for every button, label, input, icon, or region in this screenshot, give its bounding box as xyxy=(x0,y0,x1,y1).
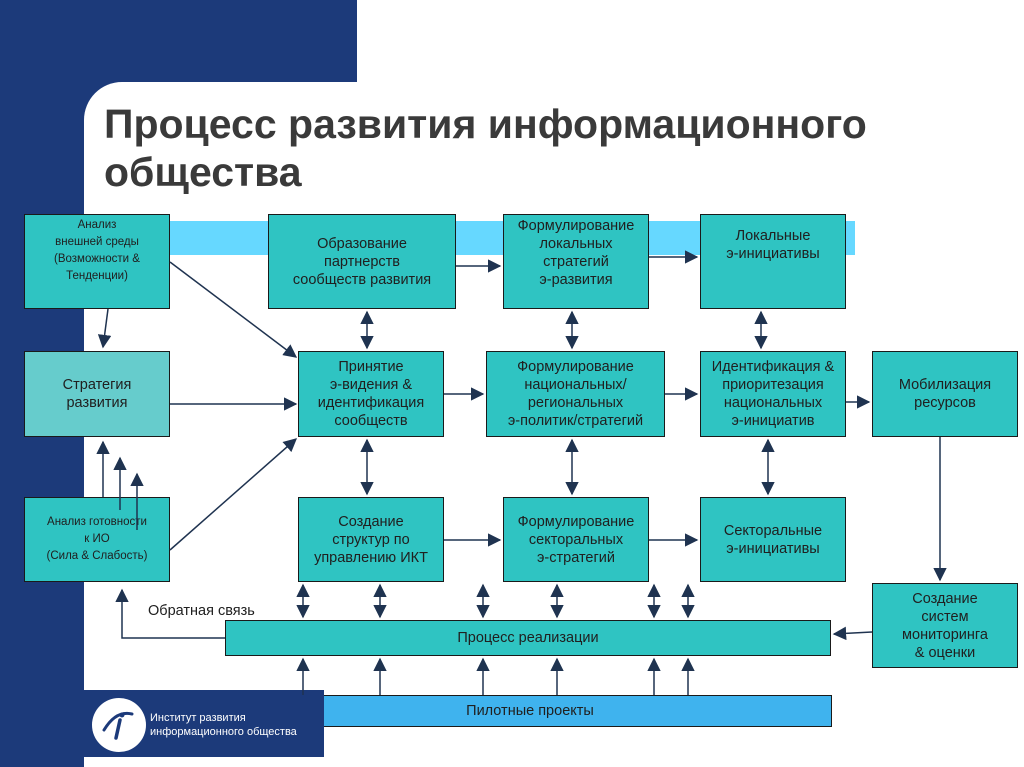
ict-structures-box: Создание структур по управлению ИКТ xyxy=(298,497,444,582)
local-strategies-box: Формулирование локальных стратегий э-раз… xyxy=(503,214,649,309)
implementation-process-bar: Процесс реализации xyxy=(225,620,831,656)
resource-mobilization-box: Мобилизация ресурсов xyxy=(872,351,1018,437)
sectoral-initiatives-box: Секторальные э-инициативы xyxy=(700,497,846,582)
readiness-analysis-box: Анализ готовности к ИО (Сила & Слабость) xyxy=(24,497,170,582)
local-initiatives-box: Локальные э-инициативы xyxy=(700,214,846,309)
arrow-analysis-to-strategy xyxy=(97,308,112,349)
feedback-arrow xyxy=(115,588,225,639)
monitoring-box: Создание систем мониторинга & оценки xyxy=(872,583,1018,668)
arrow-readiness-to-vision xyxy=(169,438,298,551)
arrow-monitoring-to-implementation xyxy=(832,626,873,641)
development-strategy-box: Стратегия развития xyxy=(24,351,170,437)
institute-logo-icon xyxy=(102,711,134,740)
national-policies-box: Формулирование национальных/ региональны… xyxy=(486,351,665,437)
page-title: Процесс развития информационного обществ… xyxy=(104,101,867,195)
pilot-projects-bar: Пилотные проекты xyxy=(228,695,832,727)
environment-analysis-box: Анализ внешней среды (Возможности & Тенд… xyxy=(24,214,170,309)
initiative-identification-box: Идентификация & приоритезация национальн… xyxy=(700,351,846,437)
vision-box: Принятие э-видения & идентификация сообщ… xyxy=(298,351,444,437)
feedback-label: Обратная связь xyxy=(148,603,255,619)
partnerships-box: Образование партнерств сообществ развити… xyxy=(268,214,456,309)
arrow-analysis-to-vision xyxy=(169,261,298,358)
logo-text: Институт развития информационного общест… xyxy=(150,712,297,738)
sectoral-strategies-box: Формулирование секторальных э-стратегий xyxy=(503,497,649,582)
